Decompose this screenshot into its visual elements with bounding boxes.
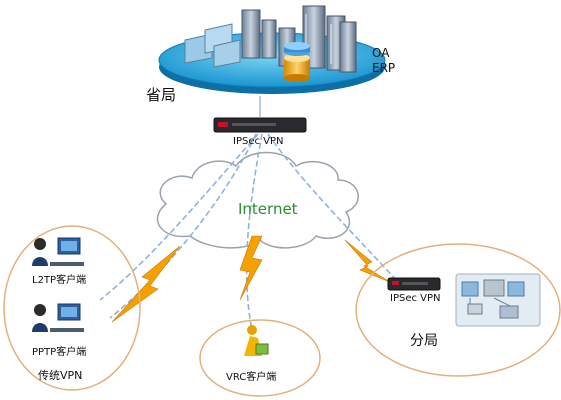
- pptp-client-label: PPTP客户端: [32, 347, 87, 358]
- vrc-ellipse: [199, 319, 321, 397]
- vpn-tunnel-lines: [99, 133, 401, 331]
- mobile-user-icon: [244, 325, 269, 356]
- database-icon: [284, 42, 310, 82]
- person-computer-icon: [32, 303, 84, 332]
- person-computer-icon: [32, 237, 84, 266]
- hq-vpn-label: IPSec VPN: [233, 136, 284, 147]
- hq-vpn-device: [213, 96, 307, 133]
- client-group-ellipse: [3, 225, 141, 391]
- branch-vpn-device: [387, 277, 441, 291]
- traditional-vpn-label: 传统VPN: [38, 369, 83, 382]
- branch-title: 分局: [410, 333, 438, 349]
- branch-ellipse: [355, 243, 561, 377]
- internet-cloud: [156, 151, 359, 249]
- l2tp-client-label: L2TP客户端: [32, 275, 87, 286]
- lightning-bolt-icon: [111, 235, 391, 323]
- branch-vpn-label: IPSec VPN: [390, 293, 441, 304]
- workstation-icon: [184, 23, 241, 68]
- vrc-client-label: VRC客户端: [226, 372, 277, 383]
- hq-app-oa: OA: [372, 46, 390, 60]
- hq-app-erp: ERP: [372, 61, 396, 75]
- hq-title: 省局: [146, 86, 177, 104]
- internet-label: Internet: [238, 200, 298, 218]
- branch-network-icon: [455, 273, 541, 327]
